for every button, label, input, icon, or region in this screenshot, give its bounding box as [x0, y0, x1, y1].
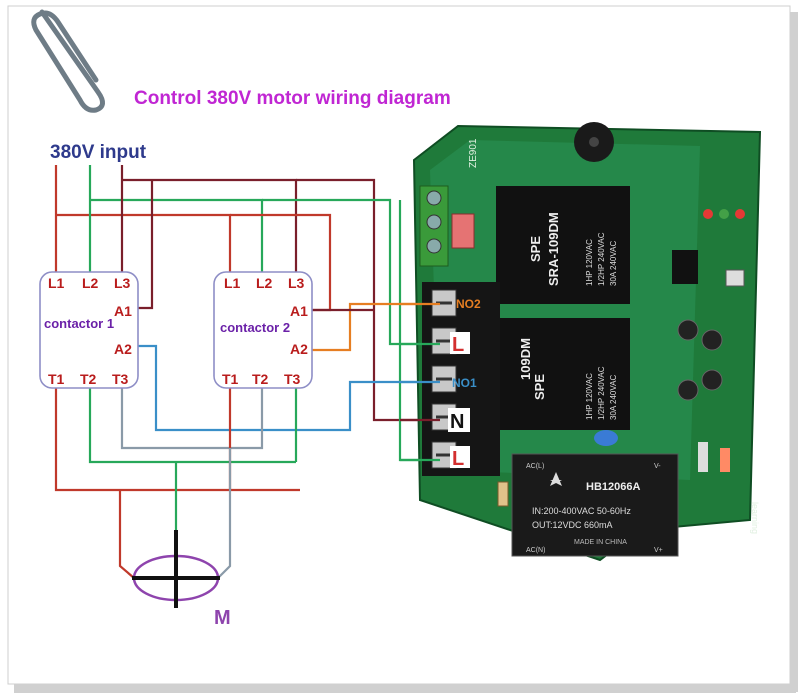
relay2-rating-1: 1HP 120VAC	[585, 373, 594, 420]
input-label: 380V input	[50, 142, 147, 163]
psu-output: OUT:12VDC 660mA	[532, 520, 613, 530]
psu-ac-n: AC(N)	[526, 547, 545, 554]
contactor-1: L1 L2 L3 A1 contactor 1 A2 T1 T2 T3	[39, 271, 139, 389]
c2-t3: T3	[284, 371, 301, 387]
c1-t2: T2	[80, 371, 97, 387]
c2-l1: L1	[224, 275, 241, 291]
c2-name: contactor 2	[220, 320, 290, 335]
motor-label: M	[214, 607, 231, 629]
c1-a1: A1	[114, 303, 132, 319]
paperclip-icon	[31, 9, 105, 113]
psu-ac-l: AC(L)	[526, 463, 544, 470]
c1-t3: T3	[112, 371, 129, 387]
relay-1: SPE SRA-109DM 1HP 120VAC 1/2HP 240VAC 30…	[496, 186, 630, 304]
c1-name: contactor 1	[44, 316, 114, 331]
contactor-2: L1 L2 L3 A1 contactor 2 A2 T1 T2 T3	[213, 271, 313, 389]
control-wire-orange	[312, 302, 440, 352]
relay-2: SPE 109DM 1HP 120VAC 1/2HP 240VAC 30A 24…	[500, 318, 630, 430]
terminal-n: N	[450, 411, 464, 433]
relay2-brand: SPE	[532, 374, 547, 400]
terminal-l-top: L	[452, 334, 464, 356]
c2-t2: T2	[252, 371, 269, 387]
c2-l2: L2	[256, 275, 273, 291]
c2-a2: A2	[290, 341, 308, 357]
c1-l2: L2	[82, 275, 99, 291]
relay2-rating-2: 1/2HP 240VAC	[597, 366, 606, 420]
c1-t1: T1	[48, 371, 65, 387]
power-supply-module: AC(L) V- HB12066A IN:200-400VAC 50-60Hz …	[511, 453, 679, 557]
board-silkscreen: ZE901	[468, 138, 479, 168]
relay1-rating-3: 30A 240VAC	[609, 241, 618, 286]
board-wire-ends	[400, 302, 440, 462]
relay1-rating-2: 1/2HP 240VAC	[597, 232, 606, 286]
terminal-l-bottom: L	[452, 448, 464, 470]
relay2-model: 109DM	[518, 338, 533, 380]
c1-l3: L3	[114, 275, 131, 291]
terminal-no2: NO2	[456, 297, 481, 311]
c1-l1: L1	[48, 275, 65, 291]
relay2-rating-3: 30A 240VAC	[609, 375, 618, 420]
terminal-no1: NO1	[452, 376, 477, 390]
controller-board: ZE901 SPE SRA-109DM 1HP 120VAC 1/2HP 240…	[412, 122, 762, 562]
terminal-block: NO2 L NO1 N L	[422, 282, 500, 476]
diagram-title: Control 380V motor wiring diagram	[134, 88, 451, 109]
c2-l3: L3	[288, 275, 305, 291]
c1-a2: A2	[114, 341, 132, 357]
control-wire-blue	[138, 344, 440, 432]
c2-t1: T1	[222, 371, 239, 387]
psu-input: IN:200-400VAC 50-60Hz	[532, 506, 631, 516]
c2-a1: A1	[290, 303, 308, 319]
psu-model: HB12066A	[586, 481, 640, 493]
relay1-rating-1: 1HP 120VAC	[585, 239, 594, 286]
psu-logo-icon	[550, 472, 562, 486]
learning-label: learning	[750, 502, 760, 534]
psu-v-minus: V-	[654, 463, 661, 470]
psu-origin: MADE IN CHINA	[574, 539, 627, 546]
psu-v-plus: V+	[654, 547, 663, 554]
relay1-brand: SPE	[528, 236, 543, 262]
motor-symbol: M	[132, 530, 231, 629]
relay1-model: SRA-109DM	[546, 212, 561, 286]
